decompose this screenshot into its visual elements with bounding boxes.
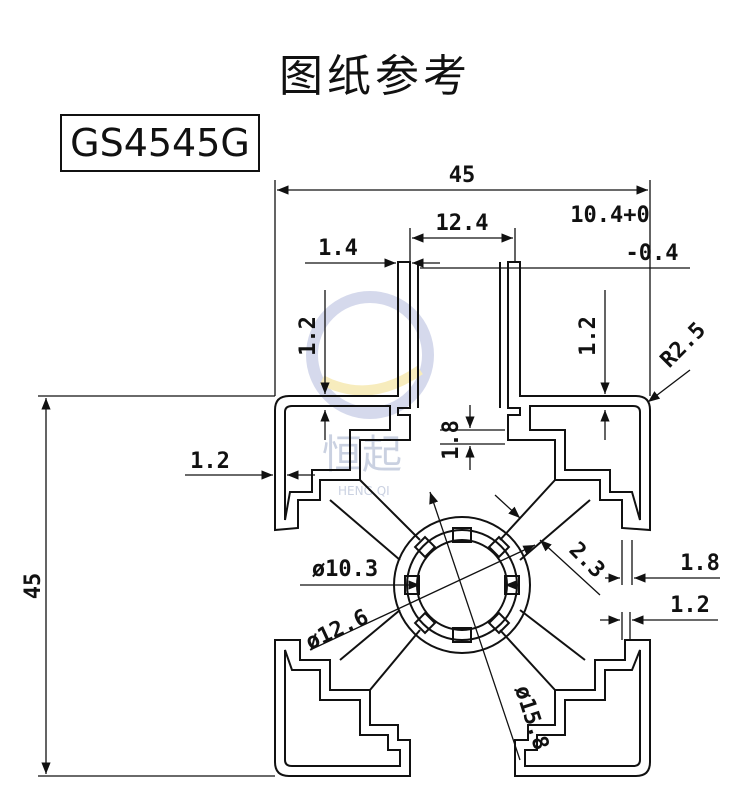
watermark-logo: 恒起 HENG QI	[306, 291, 434, 498]
dim-wall-top-left: 1.2	[296, 316, 321, 356]
dim-overall-height: 45	[21, 573, 46, 600]
dim-wall-top-right: 1.2	[576, 316, 601, 356]
dim-slot-depth: 10.4+0	[570, 203, 649, 228]
model-number-box: GS4545G	[60, 114, 260, 172]
dim-slot-depth-tolerance: -0.4	[626, 241, 679, 266]
dim-rib-1: 1.8	[680, 551, 720, 576]
dim-center-slot: 1.8	[439, 420, 464, 460]
dim-corner-radius: R2.5	[656, 318, 711, 373]
dimension-lines	[38, 180, 720, 777]
watermark-cn: 恒起	[322, 432, 402, 478]
drawing-title: 图纸参考	[279, 51, 471, 102]
dim-arm-thickness: 2.3	[564, 538, 610, 584]
dim-rib-2: 1.2	[670, 593, 710, 618]
dim-ring-inner: ø12.6	[302, 605, 373, 656]
profile-outline	[274, 261, 651, 777]
dim-slot-width: 12.4	[436, 211, 489, 236]
dim-wall-left: 1.2	[190, 449, 230, 474]
dim-slot-lip: 1.4	[318, 236, 358, 261]
dim-overall-width: 45	[449, 163, 476, 188]
watermark-en: HENG QI	[338, 484, 390, 498]
dim-bore: ø10.3	[312, 557, 378, 582]
